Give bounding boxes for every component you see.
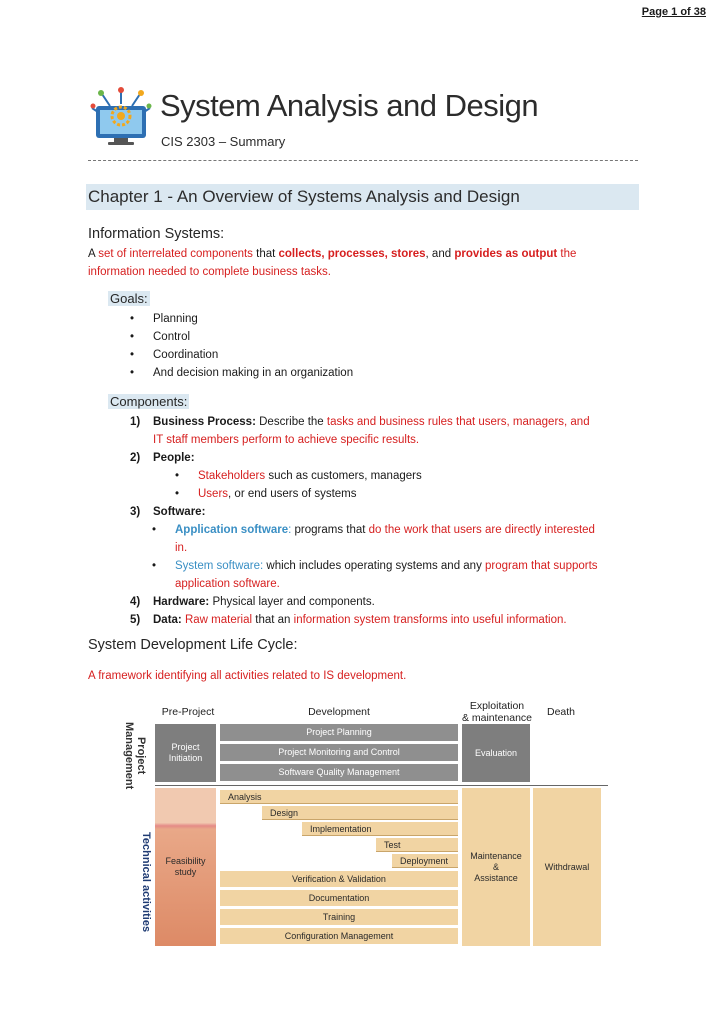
document-title: System Analysis and Design (160, 88, 539, 123)
phase-label: Death (546, 706, 576, 718)
phase-label: Exploitation & maintenance (461, 700, 533, 724)
goals-heading: Goals: (108, 291, 150, 306)
list-item: 3) Software: (130, 506, 206, 518)
training-box: Training (220, 909, 458, 925)
deployment-box: Deployment (392, 854, 458, 868)
list-item: 2) People: (130, 452, 195, 464)
sdlc-definition: A framework identifying all activities r… (88, 670, 407, 682)
phase-label: Pre-Project (161, 706, 215, 718)
list-item: Control (130, 328, 353, 346)
test-box: Test (376, 838, 458, 852)
components-heading: Components: (108, 394, 190, 409)
feasibility-study-box: Feasibility study (155, 788, 216, 946)
verification-box: Verification & Validation (220, 871, 458, 887)
list-item: Planning (130, 310, 353, 328)
list-item: Application software: programs that do t… (130, 521, 640, 557)
document-subtitle: CIS 2303 – Summary (161, 134, 286, 149)
list-item: Coordination (130, 346, 353, 364)
documentation-box: Documentation (220, 890, 458, 906)
row-divider (155, 785, 608, 786)
computer-gears-icon (90, 87, 152, 145)
list-item: 4) Hardware: Physical layer and componen… (130, 596, 375, 608)
list-item: And decision making in an organization (130, 364, 353, 382)
project-initiation-box: Project Initiation (155, 724, 216, 782)
withdrawal-box: Withdrawal (533, 788, 601, 946)
list-item: 1) Business Process: Describe the tasks … (130, 416, 590, 446)
page-number: Page 1 of 38 (641, 6, 706, 18)
implementation-box: Implementation (302, 822, 458, 836)
project-planning-box: Project Planning (220, 724, 458, 741)
sdlc-heading: System Development Life Cycle: (88, 637, 298, 653)
phase-label: Development (308, 706, 370, 718)
maintenance-box: Maintenance & Assistance (462, 788, 530, 946)
goals-list: Planning Control Coordination And decisi… (130, 310, 353, 382)
design-box: Design (262, 806, 458, 820)
analysis-box: Analysis (220, 790, 458, 804)
header-divider (88, 160, 638, 161)
info-systems-definition: A set of interrelated components that co… (88, 248, 577, 278)
row-label-project-management: Project Management (123, 722, 147, 790)
components-list: 1) Business Process: Describe the tasks … (130, 413, 640, 629)
info-systems-heading: Information Systems: (88, 226, 225, 242)
software-quality-box: Software Quality Management (220, 764, 458, 781)
evaluation-box: Evaluation (462, 724, 530, 782)
project-monitoring-box: Project Monitoring and Control (220, 744, 458, 761)
chapter-heading: Chapter 1 - An Overview of Systems Analy… (86, 184, 639, 210)
config-management-box: Configuration Management (220, 928, 458, 944)
list-item: Stakeholders such as customers, managers (130, 467, 640, 485)
list-item: Users, or end users of systems (130, 485, 640, 503)
list-item: 5) Data: Raw material that an informatio… (130, 614, 567, 626)
list-item: System software: which includes operatin… (130, 557, 640, 593)
row-label-technical-activities: Technical activities (140, 832, 152, 933)
